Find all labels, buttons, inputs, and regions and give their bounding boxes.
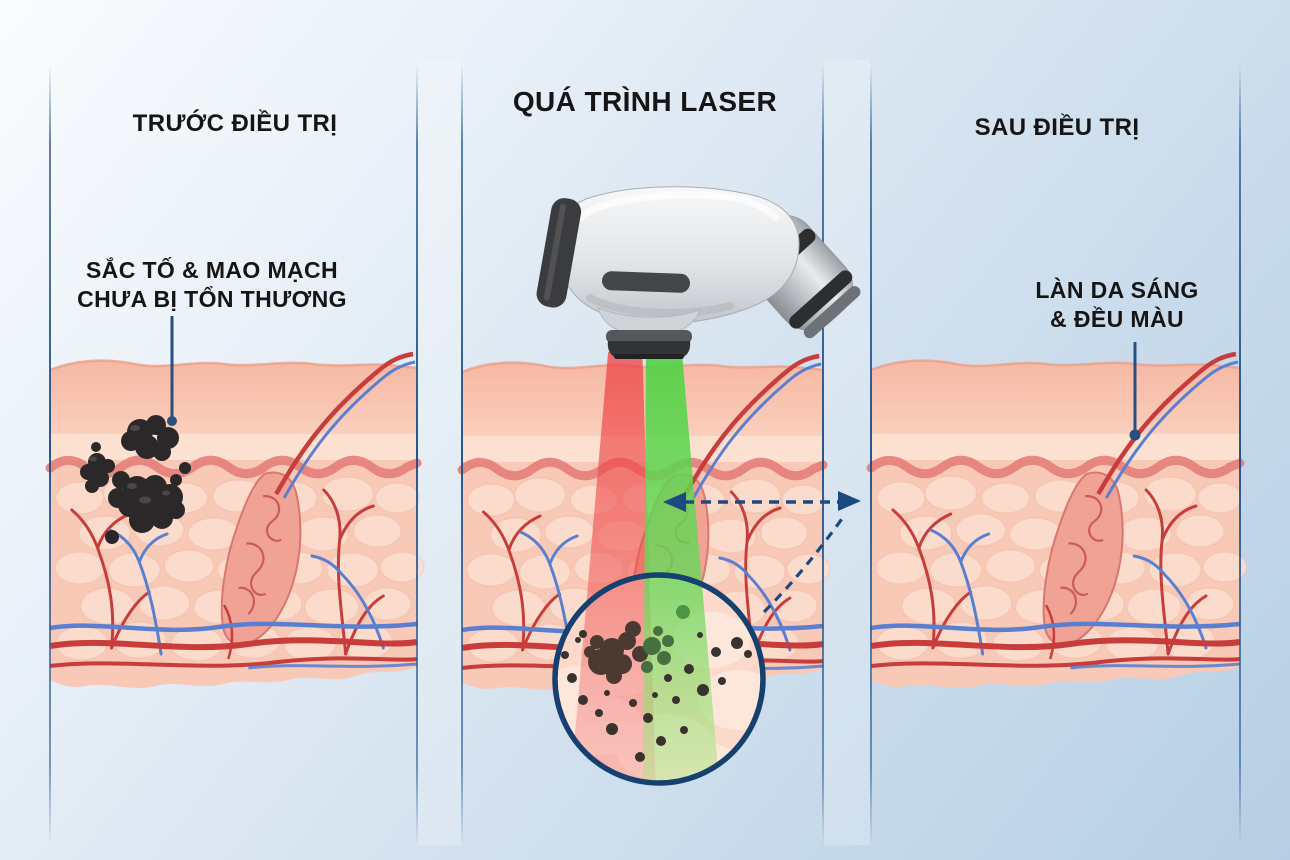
after-annotation-line1: LÀN DA SÁNG <box>1035 277 1199 303</box>
green-laser-beam <box>643 352 720 783</box>
handpiece-end-cap <box>536 198 582 308</box>
panel-divider-lines <box>49 65 1241 845</box>
after-annotation-line2: & ĐỀU MÀU <box>1050 306 1184 333</box>
before-annotation-line2: CHƯA BỊ TỔN THƯƠNG <box>77 286 347 313</box>
title-before: TRƯỚC ĐIỀU TRỊ <box>132 110 338 137</box>
after-annotation: LÀN DA SÁNG & ĐỀU MÀU <box>967 276 1267 335</box>
skin-cross-section-after <box>871 354 1247 688</box>
pigment-cluster <box>80 415 191 544</box>
title-process: QUÁ TRÌNH LASER <box>512 86 778 117</box>
before-annotation: SẮC TỐ & MAO MẠCH CHƯA BỊ TỔN THƯƠNG <box>62 256 362 315</box>
gap-band <box>418 60 461 845</box>
skin-cross-section-before <box>50 354 424 688</box>
transition-dashed-arrow <box>663 491 861 614</box>
handpiece-slot <box>602 271 690 293</box>
title-after: SAU ĐIỀU TRỊ <box>974 114 1140 141</box>
fragmented-pigment <box>552 572 766 786</box>
laser-handpiece <box>536 186 861 359</box>
handpiece-nozzle <box>607 341 691 357</box>
before-annotation-line1: SẮC TỐ & MAO MẠCH <box>85 257 339 283</box>
before-leader-line <box>167 316 177 426</box>
after-leader-line <box>1129 342 1141 441</box>
magnifier-ring <box>552 572 766 786</box>
red-laser-beam <box>570 352 656 783</box>
gap-band <box>824 60 870 845</box>
